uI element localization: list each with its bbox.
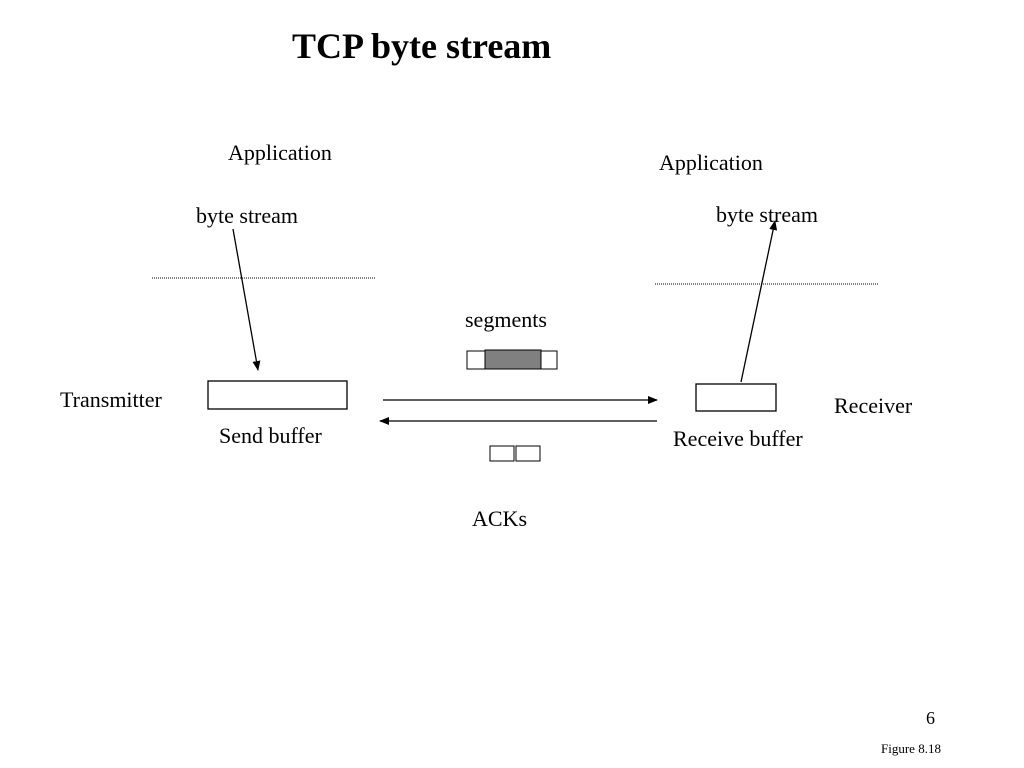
slide-title: TCP byte stream [292,26,552,66]
page-number: 6 [926,708,935,728]
segment-block-data [484,349,542,370]
segment-block-empty [466,350,486,370]
receive-stream-arrow [740,220,778,383]
segment-blocks [466,349,558,370]
ack-blocks [489,445,541,462]
receiver-label: Receiver [834,393,913,418]
acks-label: ACKs [472,506,528,531]
receive-buffer-label: Receive buffer [673,426,803,451]
ack-block [489,445,515,462]
transmitter-label: Transmitter [60,387,162,412]
right-application-label: Application [659,150,763,175]
left-application-label: Application [228,140,332,165]
right-byte-stream-label: byte stream [716,202,819,227]
figure-reference: Figure 8.18 [881,741,941,756]
ack-block [515,445,541,462]
send-buffer-box [207,380,348,410]
send-buffer-label: Send buffer [219,423,322,448]
left-byte-stream-label: byte stream [196,203,299,228]
receive-buffer-box [695,383,777,412]
segments-label: segments [465,307,547,332]
send-stream-arrow [232,228,261,371]
segment-block-empty [540,350,558,370]
